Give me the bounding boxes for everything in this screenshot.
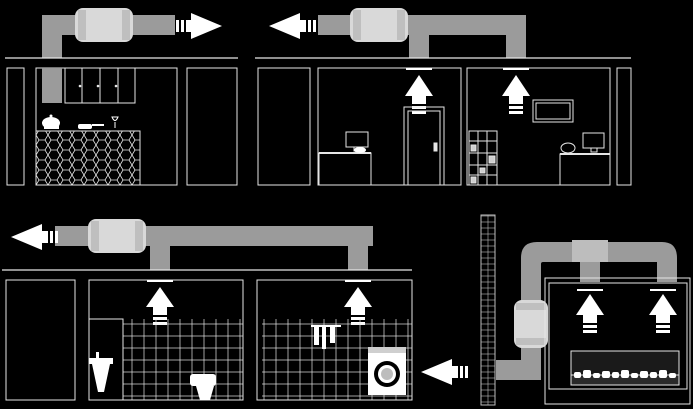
wall-left xyxy=(5,279,76,401)
upper-cabinets xyxy=(64,67,136,104)
wall-left xyxy=(6,67,25,186)
duct xyxy=(521,242,677,318)
room-office-2 xyxy=(466,67,611,186)
desk-lamp-icon xyxy=(354,147,366,153)
desk-with-monitor xyxy=(318,131,372,186)
brick-wall xyxy=(480,214,496,406)
toilet-icon xyxy=(190,374,216,400)
door xyxy=(403,106,445,186)
airflow-arrow-left xyxy=(11,224,58,250)
inline-fan xyxy=(350,8,408,42)
bookshelf xyxy=(468,130,498,186)
vent-grille xyxy=(577,289,603,291)
inline-fan xyxy=(514,300,548,348)
inline-fan xyxy=(75,8,133,42)
airflow-arrow-up xyxy=(502,75,530,114)
wine-glass-icon xyxy=(111,116,119,128)
duct-vertical-left xyxy=(150,226,170,270)
scene-showroom xyxy=(421,214,691,406)
inline-fan xyxy=(88,219,146,253)
washing-machine-icon xyxy=(368,347,406,395)
duct-vertical-left xyxy=(409,15,429,58)
vent-grille xyxy=(345,280,371,282)
range-hood xyxy=(42,68,62,103)
desk-with-monitor xyxy=(559,132,611,186)
airflow-arrow-up xyxy=(649,294,677,333)
sink-icon xyxy=(89,352,113,392)
showroom-outline xyxy=(544,277,691,405)
showroom-inner xyxy=(548,282,688,390)
vent-grille xyxy=(406,68,432,70)
towel-rack-icon xyxy=(311,325,341,349)
wall-right xyxy=(186,67,238,186)
vent-grille xyxy=(503,68,529,70)
airflow-arrow-up xyxy=(576,294,604,333)
airflow-arrow-left xyxy=(269,13,316,39)
airflow-arrow-right xyxy=(176,13,222,39)
cooking-pot-icon xyxy=(42,114,60,129)
wall-left xyxy=(257,67,311,186)
duct-junction xyxy=(572,240,608,262)
frying-pan-icon xyxy=(78,124,104,129)
wall-right xyxy=(616,67,632,186)
duct-vertical-middle xyxy=(580,258,600,282)
display-counter xyxy=(570,350,680,386)
counter-tiles xyxy=(35,130,141,186)
vent-grille xyxy=(650,289,676,291)
duct-vertical-right xyxy=(506,15,526,58)
room-office-1 xyxy=(317,67,462,186)
vent-grille xyxy=(147,280,173,282)
duct-vertical-right xyxy=(348,226,368,270)
bathroom-tiles xyxy=(123,319,243,400)
wall-picture xyxy=(532,99,574,123)
airflow-arrow-left xyxy=(421,359,468,385)
scene-bathroom-laundry xyxy=(2,219,413,401)
scene-kitchen xyxy=(5,8,238,186)
scene-offices xyxy=(255,8,632,186)
